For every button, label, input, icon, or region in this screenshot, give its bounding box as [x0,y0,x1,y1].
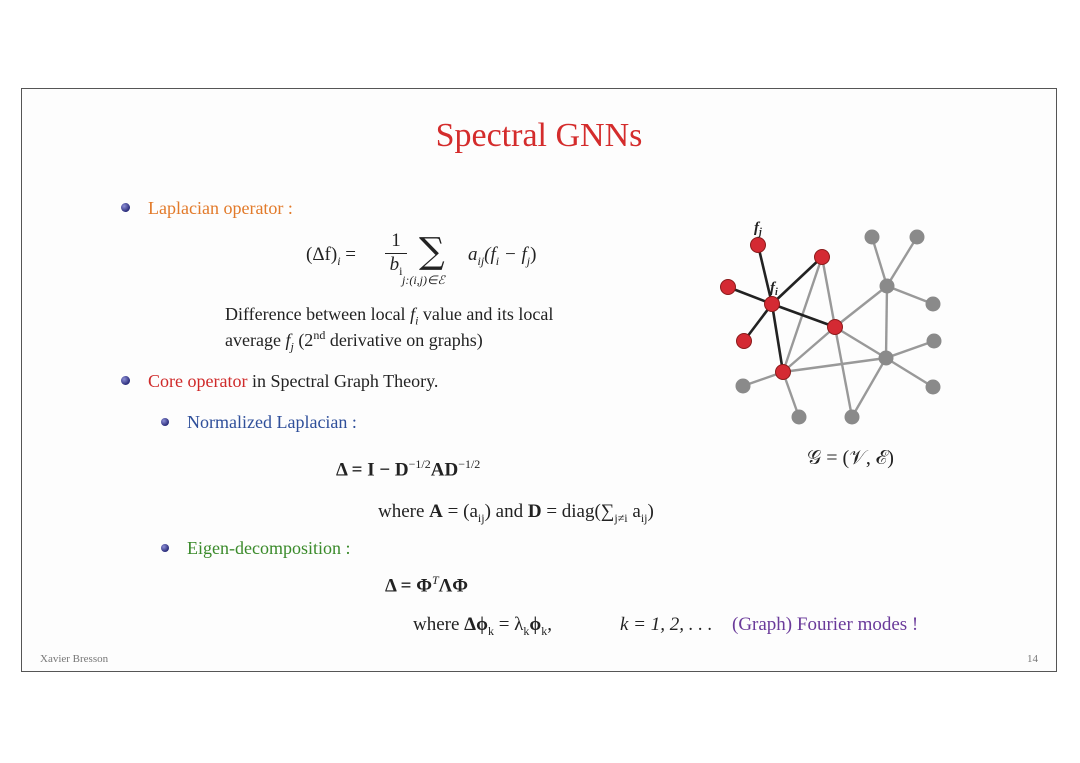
eigw-dsub: k [541,623,548,638]
eigw-csub: k [523,623,530,638]
eigw-e: , [547,614,552,635]
nlw-dsub: j≠i [614,510,628,525]
fraction-bar [385,253,407,254]
fraction-denominator-sub: i [399,263,403,278]
nlw-esub: ij [640,510,648,525]
desc1-f-sub: i [415,313,419,328]
rhs-fi-sub: i [495,253,500,268]
bullet-icon [121,203,130,212]
desc1-part-b: value and its local [418,304,554,324]
description-line-1: Difference between local fi value and it… [225,304,553,329]
graph-gray-nodes [735,229,942,425]
normalized-laplacian-where: where A = (aij) and D = diag(∑j≠i aij) [378,501,654,526]
desc2-part-b: (2 [293,330,314,350]
slide-title: Spectral GNNs [435,117,643,154]
eigw-b: Δϕ [464,614,488,635]
desc2-part-c: derivative on graphs) [325,330,483,350]
eigen-formula: Δ = ΦTΛΦ [385,573,468,597]
description-line-2: average fj (2nd derivative on graphs) [225,328,483,355]
eig-a: Δ = Φ [385,575,432,597]
eig-b: ΛΦ [438,575,469,597]
core-operator-line: Core operator in Spectral Graph Theory. [148,371,438,392]
desc2-f: f [285,330,291,350]
eigw-d: ϕ [529,614,542,635]
rhs-fj-sub: j [526,253,531,268]
core-operator-label: Core operator [148,371,248,391]
eig-sup: T [431,573,439,587]
graph-red-nodes [720,237,843,380]
sub-bullet-icon [161,544,169,552]
nl-sup2: −1/2 [458,457,481,471]
slide-frame: Spectral GNNs Laplacian operator : (Δf)i… [21,88,1057,672]
sub-bullet-icon [161,418,169,426]
rhs-a: a [468,244,478,265]
rhs-a-sub: ij [477,253,485,268]
laplacian-formula: (Δf)i = [306,244,356,269]
fraction-numerator: 1 [391,230,401,251]
fourier-modes-label: (Graph) Fourier modes ! [732,614,919,635]
footer-page-number: 14 [1027,653,1038,665]
desc1-part-a: Difference between local [225,304,411,324]
nlw-D: D [527,501,542,522]
eigw-bsub: k [487,623,494,638]
eigw-a: where [413,614,465,635]
footer-author: Xavier Bresson [40,653,109,665]
desc2-part-a: average [225,330,286,350]
formula-rhs: aij(fi − fj) [468,244,536,269]
nl-main: Δ = I − D [336,459,409,481]
graph-caption: 𝒢 = (𝒱, ℰ) [807,447,894,469]
graph-label-fi: fi [770,280,778,298]
rhs-fi: (f [484,244,496,265]
nl-sup1: −1/2 [408,457,431,471]
normalized-laplacian-label: Normalized Laplacian : [187,412,357,432]
formula-lhs: (Δf) [306,244,338,265]
core-operator-rest: in Spectral Graph Theory. [247,371,439,391]
rhs-close: ) [530,244,537,265]
rhs-fj: − f [499,244,527,265]
nlw-d: = diag(∑ [541,501,615,522]
eigen-where: where Δϕk = λkϕk, [413,614,552,639]
formula-eq: = [340,244,357,265]
eigen-decomposition-label: Eigen-decomposition : [187,538,351,558]
desc1-f: f [410,304,416,324]
formula-lhs-sub: i [337,253,341,268]
graph-illustration: fj fi [720,220,942,425]
sum-symbol: ∑ [419,231,445,272]
nlw-b: = (a [442,501,478,522]
desc2-sup: nd [313,328,326,342]
sum-index: j:(i,j)∈ℰ [402,273,445,287]
eigen-k-range: k = 1, 2, . . . [620,614,713,635]
graph-label-fj: fj [754,220,762,238]
nlw-a: where [378,501,430,522]
laplacian-operator-label: Laplacian operator : [148,198,293,218]
nlw-c: ) and [484,501,528,522]
nlw-e: a [627,501,641,522]
nl-mid: AD [430,459,459,481]
fraction: 1 bi [385,230,407,279]
normalized-laplacian-formula: Δ = I − D−1/2AD−1/2 [336,457,480,481]
bullet-icon [121,376,130,385]
nlw-f: ) [647,501,654,522]
fraction-denominator: b [389,254,400,275]
nlw-bsub: ij [477,510,485,525]
desc2-f-sub: j [290,339,294,354]
eigw-c: = λ [493,614,524,635]
nlw-A: A [429,501,443,522]
